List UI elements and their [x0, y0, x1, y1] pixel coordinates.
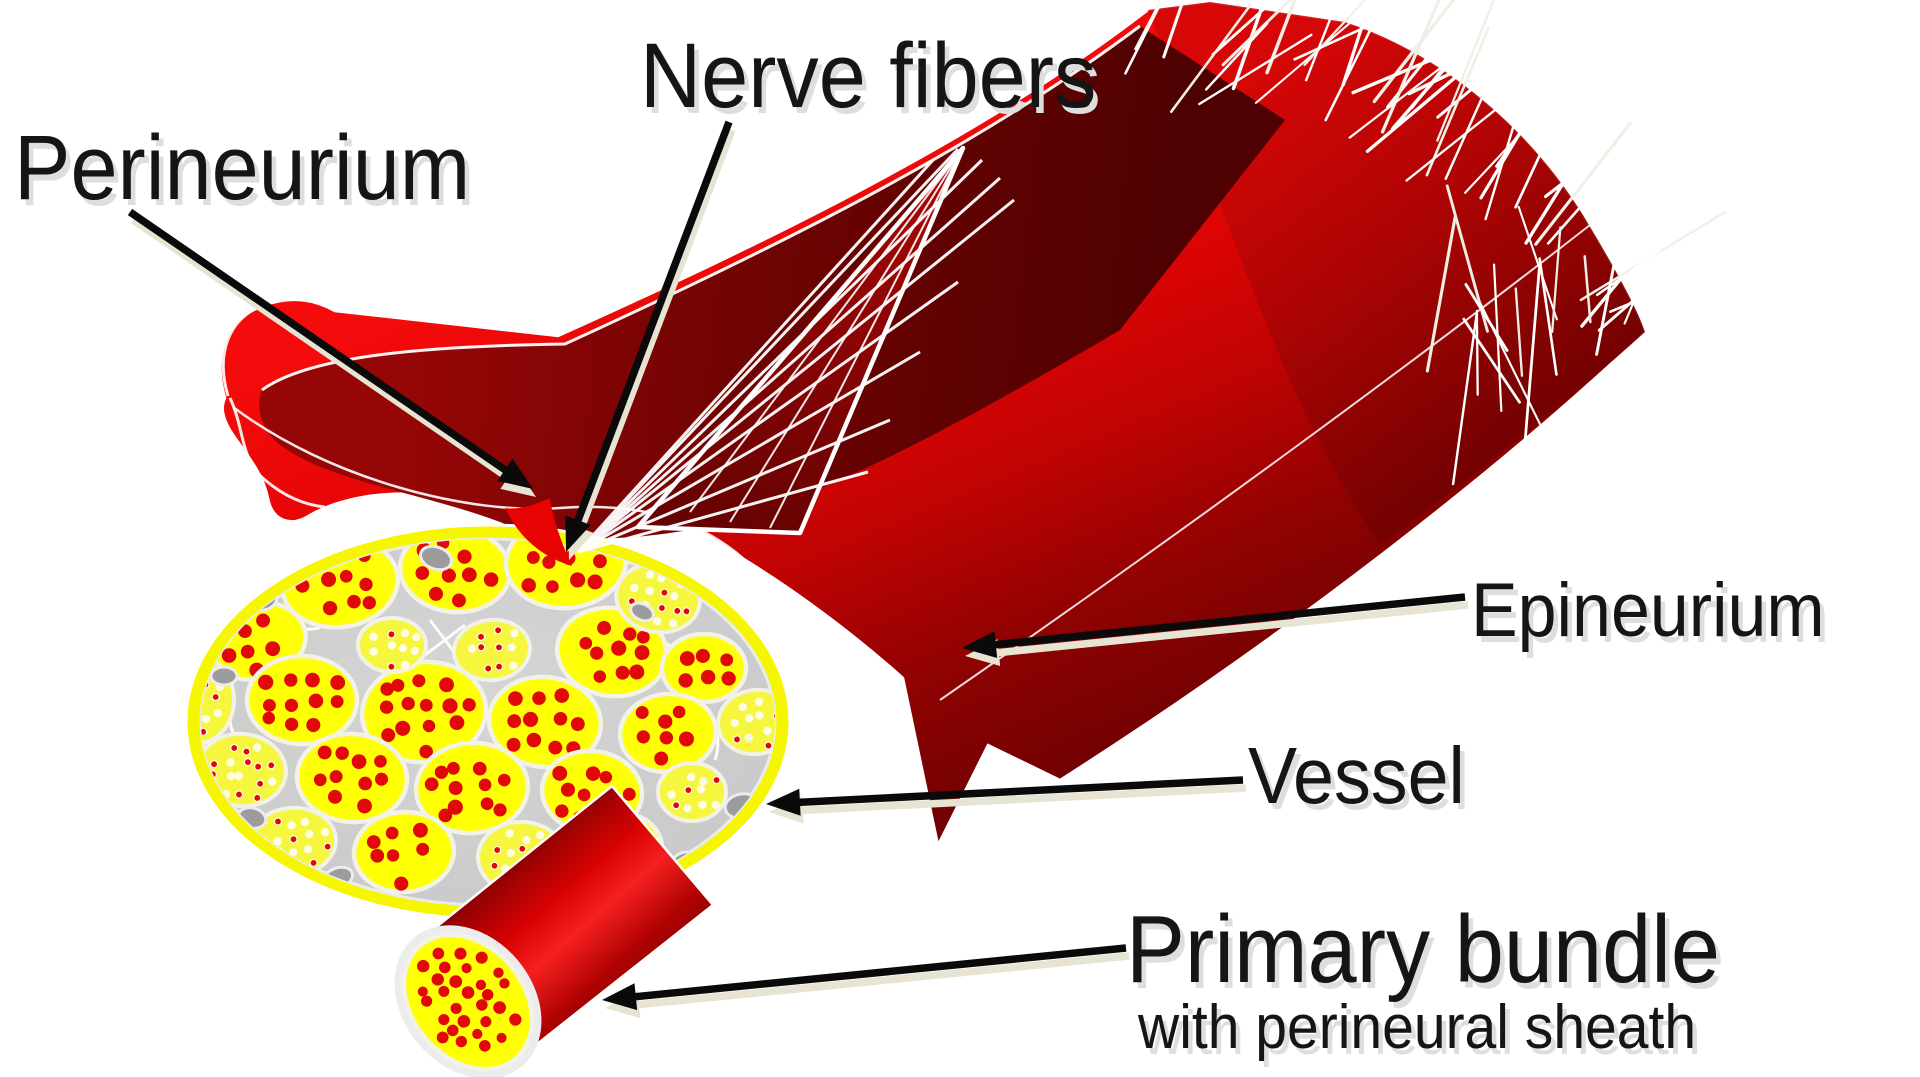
primary-bundle-cylinder: [394, 784, 715, 1077]
trunk-end-cap-shading: [1148, 2, 1645, 545]
label-perineurium-text: Perineurium: [14, 117, 471, 219]
label-nerve-fibers: Nerve fibers: [640, 30, 1096, 122]
label-primary-bundle-text: Primary bundle: [1126, 896, 1720, 1003]
vessel-blob: [629, 601, 655, 623]
fascicle: [656, 761, 728, 823]
nerve-fiber-fan: [576, 147, 1015, 554]
torn-edge-outline: [221, 304, 326, 509]
label-epineurium-text: Epineurium: [1471, 568, 1825, 653]
trunk-side-seam-line: [939, 224, 1591, 701]
label-epineurium: Epineurium: [1471, 573, 1825, 649]
epineurium-arrow: [962, 593, 1469, 667]
label-nerve-fibers-text: Nerve fibers: [640, 25, 1097, 127]
label-vessel: Vessel: [1248, 736, 1465, 816]
vessel-arrow: [766, 776, 1247, 824]
fascicle: [244, 653, 360, 747]
nerve-fibers-arrow: [565, 120, 736, 560]
fascicle: [659, 631, 749, 705]
fascicle: [413, 740, 531, 836]
vessel-blob: [419, 544, 453, 572]
perineurium-arrow: [127, 208, 536, 497]
label-vessel-text: Vessel: [1248, 731, 1465, 820]
label-arrows: [127, 120, 1469, 1019]
nerve-cross-section: [184, 498, 792, 921]
fascicle: [356, 616, 428, 674]
fascicle: [554, 605, 670, 699]
primary-bundle-arrow: [602, 944, 1130, 1019]
bundle-face-fascicle: [401, 932, 535, 1072]
fascicle: [351, 809, 457, 895]
fascicle: [452, 617, 532, 683]
perineurium-red-tab: [505, 498, 572, 566]
cut-interior-wedge: [259, 26, 1285, 539]
fascicle: [294, 731, 410, 825]
label-perineurium: Perineurium: [14, 122, 470, 214]
primary-bundle-cut-face: [394, 925, 542, 1077]
label-primary-bundle: Primary bundle: [1126, 902, 1720, 998]
label-primary-bundle-subtitle-text: with perineural sheath: [1138, 993, 1697, 1062]
frayed-fiber-ends: [1124, 0, 1749, 486]
vessel-blob: [209, 665, 239, 687]
label-primary-bundle-subtitle: with perineural sheath: [1138, 997, 1696, 1059]
fascicle: [486, 674, 604, 770]
